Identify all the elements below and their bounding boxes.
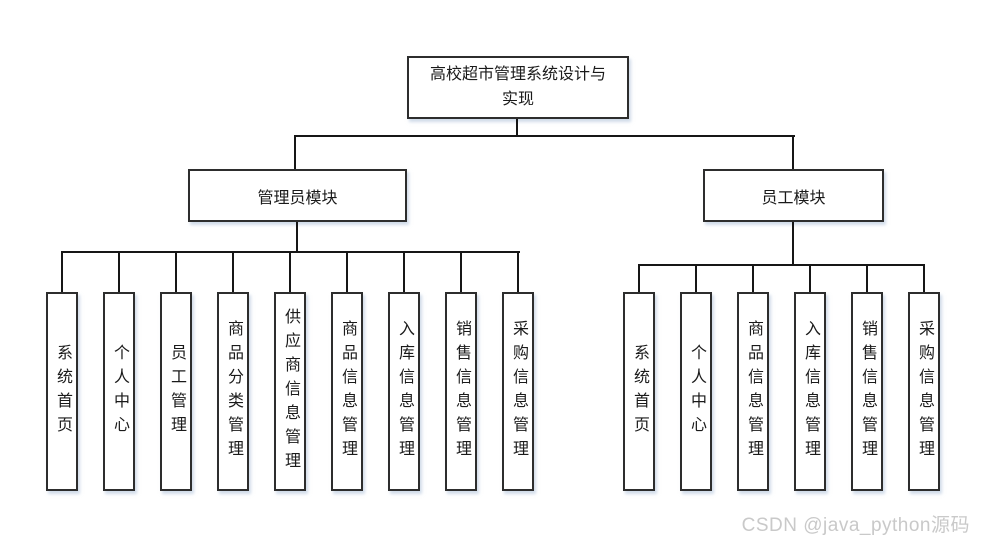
- leaf-admin-supplier-mgmt: 供应商信息管理: [274, 292, 306, 491]
- connector-staff-leaf-drop: [923, 264, 925, 292]
- leaf-staff-profile: 个人中心: [680, 292, 712, 491]
- connector-staff-leaf-drop: [809, 264, 811, 292]
- leaf-admin-purchase-mgmt: 采购信息管理: [502, 292, 534, 491]
- connector-admin-leaf-drop: [175, 251, 177, 292]
- connector-admin-drop: [294, 135, 296, 169]
- connector-admin-stem: [296, 222, 298, 253]
- connector-root-drop: [516, 119, 518, 136]
- connector-admin-leaf-drop: [118, 251, 120, 292]
- node-root-title: 高校超市管理系统设计与 实现: [407, 56, 629, 119]
- connector-staff-leaf-drop: [866, 264, 868, 292]
- connector-admin-leaf-drop: [517, 251, 519, 292]
- connector-staff-leaf-drop: [638, 264, 640, 292]
- admin-module-label: 管理员模块: [257, 189, 338, 207]
- connector-admin-leaf-drop: [460, 251, 462, 292]
- connector-admin-leaf-drop: [403, 251, 405, 292]
- leaf-staff-inbound-mgmt: 入库信息管理: [794, 292, 826, 491]
- leaf-admin-category-mgmt: 商品分类管理: [217, 292, 249, 491]
- connector-admin-leaf-drop: [289, 251, 291, 292]
- leaf-staff-home: 系统首页: [623, 292, 655, 491]
- connector-staff-leaf-drop: [695, 264, 697, 292]
- connector-staff-bus: [638, 264, 925, 266]
- root-title-line1: 高校超市管理系统设计与: [429, 65, 606, 83]
- connector-admin-leaf-drop: [61, 251, 63, 292]
- leaf-admin-employee-mgmt: 员工管理: [160, 292, 192, 491]
- connector-admin-leaf-drop: [346, 251, 348, 292]
- connector-level1-bus: [294, 135, 795, 137]
- connector-staff-leaf-drop: [752, 264, 754, 292]
- leaf-admin-product-mgmt: 商品信息管理: [331, 292, 363, 491]
- connector-staff-stem: [792, 222, 794, 266]
- csdn-watermark: CSDN @java_python源码: [741, 515, 970, 536]
- node-admin-module: 管理员模块: [188, 169, 407, 222]
- connector-admin-leaf-drop: [232, 251, 234, 292]
- leaf-admin-profile: 个人中心: [103, 292, 135, 491]
- connector-staff-drop: [792, 135, 794, 169]
- root-title-line2: 实现: [501, 90, 534, 108]
- leaf-staff-purchase-mgmt: 采购信息管理: [908, 292, 940, 491]
- node-staff-module: 员工模块: [703, 169, 884, 222]
- leaf-admin-inbound-mgmt: 入库信息管理: [388, 292, 420, 491]
- staff-module-label: 员工模块: [761, 189, 826, 207]
- leaf-staff-sales-mgmt: 销售信息管理: [851, 292, 883, 491]
- leaf-admin-home: 系统首页: [46, 292, 78, 491]
- leaf-staff-product-mgmt: 商品信息管理: [737, 292, 769, 491]
- leaf-admin-sales-mgmt: 销售信息管理: [445, 292, 477, 491]
